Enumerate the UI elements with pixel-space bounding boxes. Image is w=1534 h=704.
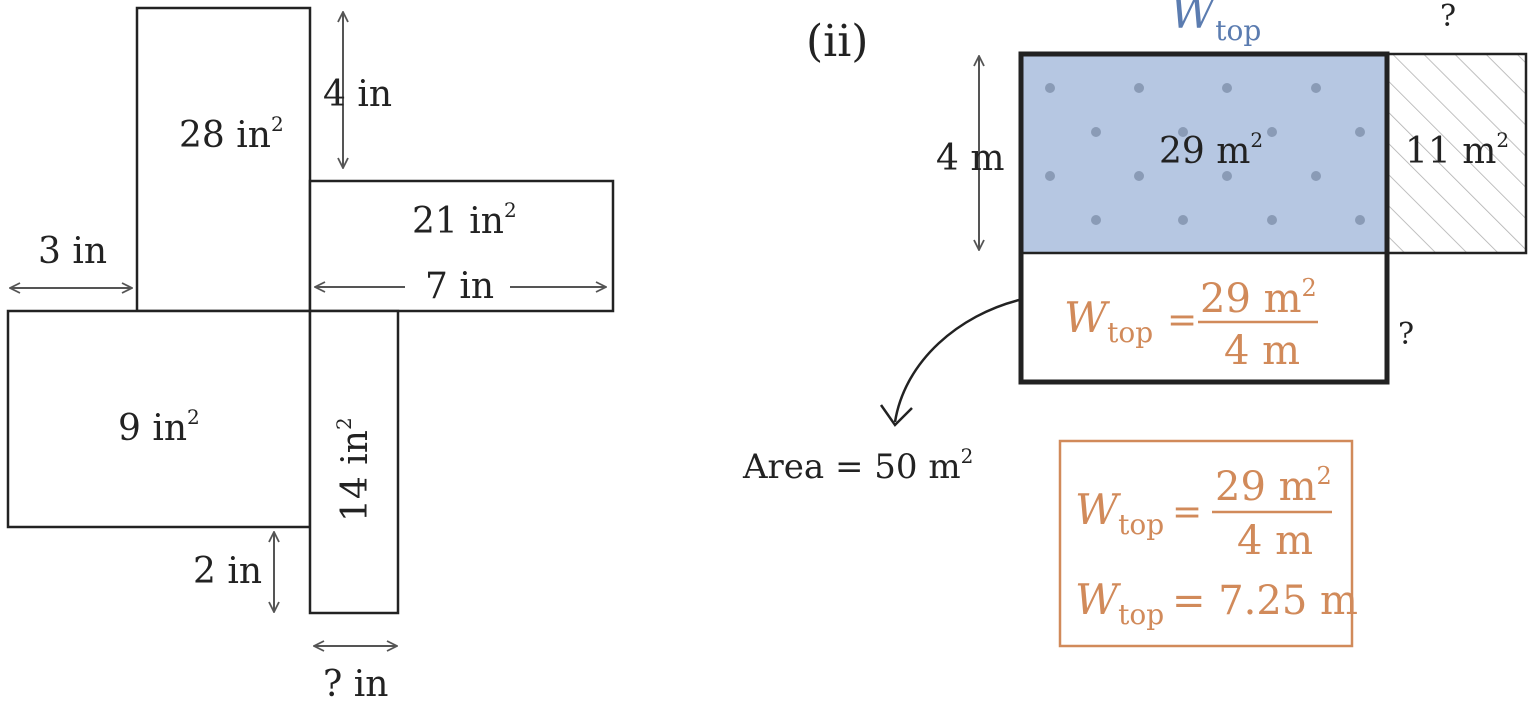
label-area-14-group: 14 in2 (332, 417, 376, 522)
label-4in: 4 in (323, 74, 392, 115)
rect-hatch (1385, 52, 1528, 255)
label-area-28: 28 in2 (179, 112, 284, 156)
box-eq1: = (1172, 492, 1202, 533)
left-net: 4 in 28 in2 21 in2 7 in 3 in 9 in2 14 in… (6, 6, 615, 704)
label-4m: 4 m (936, 138, 1004, 179)
label-unknown: ? in (323, 664, 388, 704)
right-figure: (ii) Wtop ? 4 m 29 m2 11 m2 Wtop = 29 m2… (742, 0, 1528, 648)
label-area-29: 29 m2 (1159, 128, 1263, 172)
label-area-9: 9 in2 (118, 405, 200, 449)
inner-eq: = (1167, 300, 1197, 341)
box-result: = 7.25 m (1172, 578, 1358, 624)
box-den: 4 m (1237, 518, 1313, 564)
label-2in: 2 in (193, 551, 262, 592)
top-question: ? (1440, 0, 1456, 34)
label-total-area: Area = 50 m2 (742, 444, 973, 487)
inner-num: 29 m2 (1200, 274, 1317, 322)
rect-bottom (308, 309, 400, 615)
label-area-11: 11 m2 (1405, 128, 1509, 172)
blue-dots (1045, 83, 1365, 225)
rect-left (6, 309, 312, 529)
result-box (1058, 439, 1354, 648)
rect-outer (1018, 51, 1390, 385)
inner-w: Wtop (1064, 293, 1153, 349)
curved-arrow (893, 298, 1020, 423)
rect-tall (135, 6, 312, 313)
box-w1: Wtop (1075, 485, 1164, 541)
label-area-14: 14 in2 (332, 417, 376, 522)
box-w2: Wtop (1075, 575, 1164, 631)
label-7in: 7 in (425, 266, 494, 307)
box-num: 29 m2 (1215, 462, 1332, 510)
rect-blue (1021, 54, 1387, 253)
curved-arrow-head (879, 404, 913, 427)
label-area-21: 21 in2 (412, 198, 517, 242)
w-top-heading: Wtop (1170, 0, 1261, 47)
rect-right (308, 179, 615, 313)
side-question: ? (1398, 317, 1414, 352)
inner-den: 4 m (1224, 328, 1300, 374)
label-3in: 3 in (38, 231, 107, 272)
label-ii: (ii) (806, 16, 868, 67)
